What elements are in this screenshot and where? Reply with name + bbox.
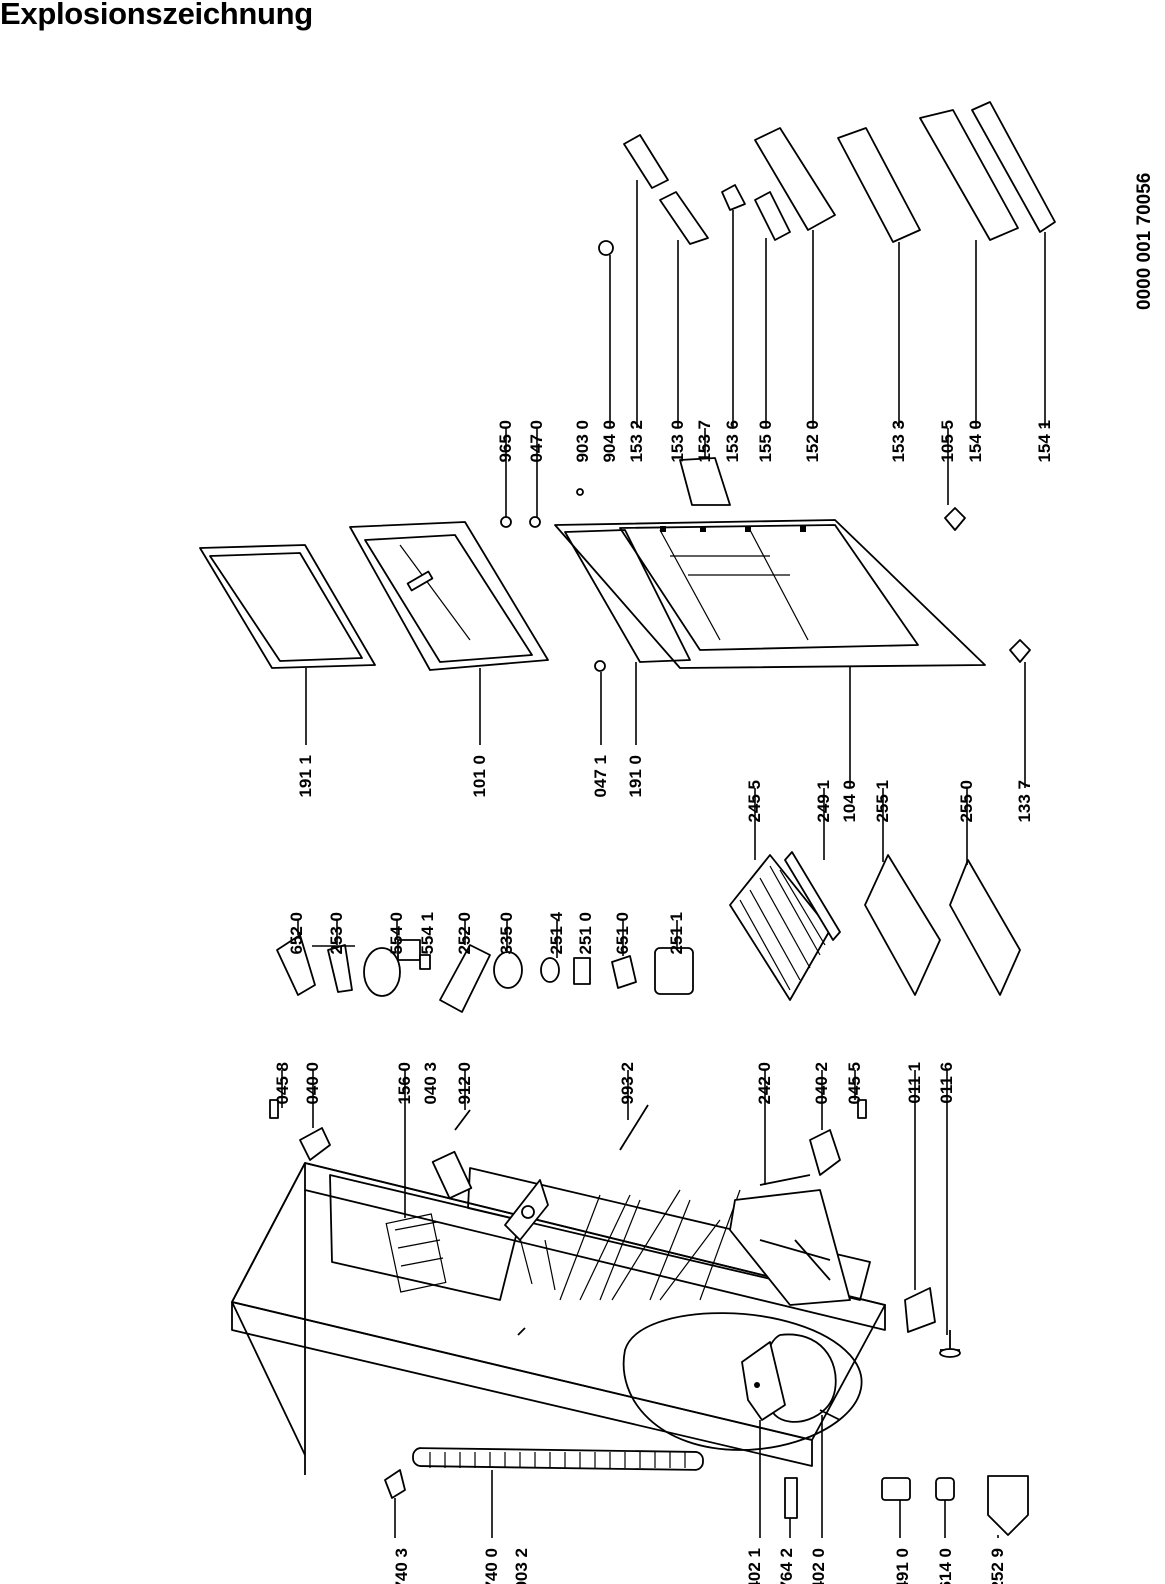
part-label: 251 0: [576, 912, 595, 955]
part-label: 153 6: [723, 420, 742, 463]
part-label: 040 0: [303, 1062, 322, 1105]
part-label: 491 0: [893, 1548, 912, 1584]
shelves: [729, 851, 1021, 1001]
control-components: [276, 934, 694, 1013]
part-label: 191 1: [296, 755, 315, 798]
part-label: 154 1: [1035, 420, 1054, 463]
part-label: 249 1: [814, 780, 833, 823]
part-label: 156 0: [395, 1062, 414, 1105]
refrigerator-cabinet: [231, 1099, 1029, 1536]
part-label: 402 1: [745, 1548, 764, 1584]
part-label: 614 0: [936, 1548, 955, 1584]
part-label: 903 2: [512, 1548, 531, 1584]
part-label: 251 4: [547, 911, 566, 954]
part-label: 764 2: [777, 1548, 796, 1584]
part-label: 153 0: [668, 420, 687, 463]
part-label: 335 0: [497, 912, 516, 955]
part-label: 242 0: [755, 1062, 774, 1105]
part-label: 045 8: [273, 1062, 292, 1105]
part-label: 252 9: [988, 1548, 1007, 1584]
part-label: 255 0: [957, 780, 976, 823]
part-label: 904 0: [600, 420, 619, 463]
part-label: 245 5: [745, 780, 764, 823]
part-label: 040 3: [421, 1062, 440, 1105]
part-number-labels: 740 3 740 0 903 2 402 1 764 2 402 0 491 0 614 0…: [273, 420, 1054, 1584]
part-label: 011 1: [905, 1062, 924, 1104]
part-label: 740 3: [392, 1548, 411, 1584]
part-label: 047 1: [591, 755, 610, 798]
part-label: 253 0: [327, 912, 346, 955]
door-assembly: [199, 101, 1056, 672]
part-label: 153 3: [889, 420, 908, 463]
part-label: 965 0: [496, 420, 515, 463]
part-label: 993 2: [618, 1062, 637, 1105]
part-label: 402 0: [809, 1548, 828, 1584]
part-label: 155 0: [756, 420, 775, 463]
part-label: 651 0: [613, 912, 632, 955]
part-label: 252 0: [455, 912, 474, 955]
part-label: 133 7: [1015, 780, 1034, 823]
part-label: 554 1: [418, 912, 437, 955]
part-label: 191 0: [626, 755, 645, 798]
part-label: 903 0: [573, 420, 592, 463]
part-label: 152 0: [803, 420, 822, 463]
part-label: 011 6: [937, 1062, 956, 1104]
part-label: 153 2: [627, 420, 646, 463]
page-title: Explosionszeichnung: [0, 0, 313, 31]
part-label: 104 0: [840, 780, 859, 823]
part-label: 912 0: [455, 1062, 474, 1105]
leader-lines: [281, 180, 1046, 1538]
part-label: 740 0: [482, 1548, 501, 1584]
part-label: 154 0: [966, 420, 985, 463]
part-label: 045 5: [845, 1062, 864, 1105]
part-label: 047 0: [527, 420, 546, 463]
part-label: 153 7: [695, 420, 714, 463]
part-label: 101 0: [470, 755, 489, 798]
part-label: 554 0: [387, 912, 406, 955]
document-number: 0000 001 70056: [1134, 173, 1155, 310]
part-label: 652 0: [287, 912, 306, 955]
part-label: 255 1: [873, 780, 892, 823]
part-label: 040 2: [812, 1062, 831, 1105]
part-label: 105 5: [938, 420, 957, 463]
part-label: 251 1: [667, 912, 686, 955]
